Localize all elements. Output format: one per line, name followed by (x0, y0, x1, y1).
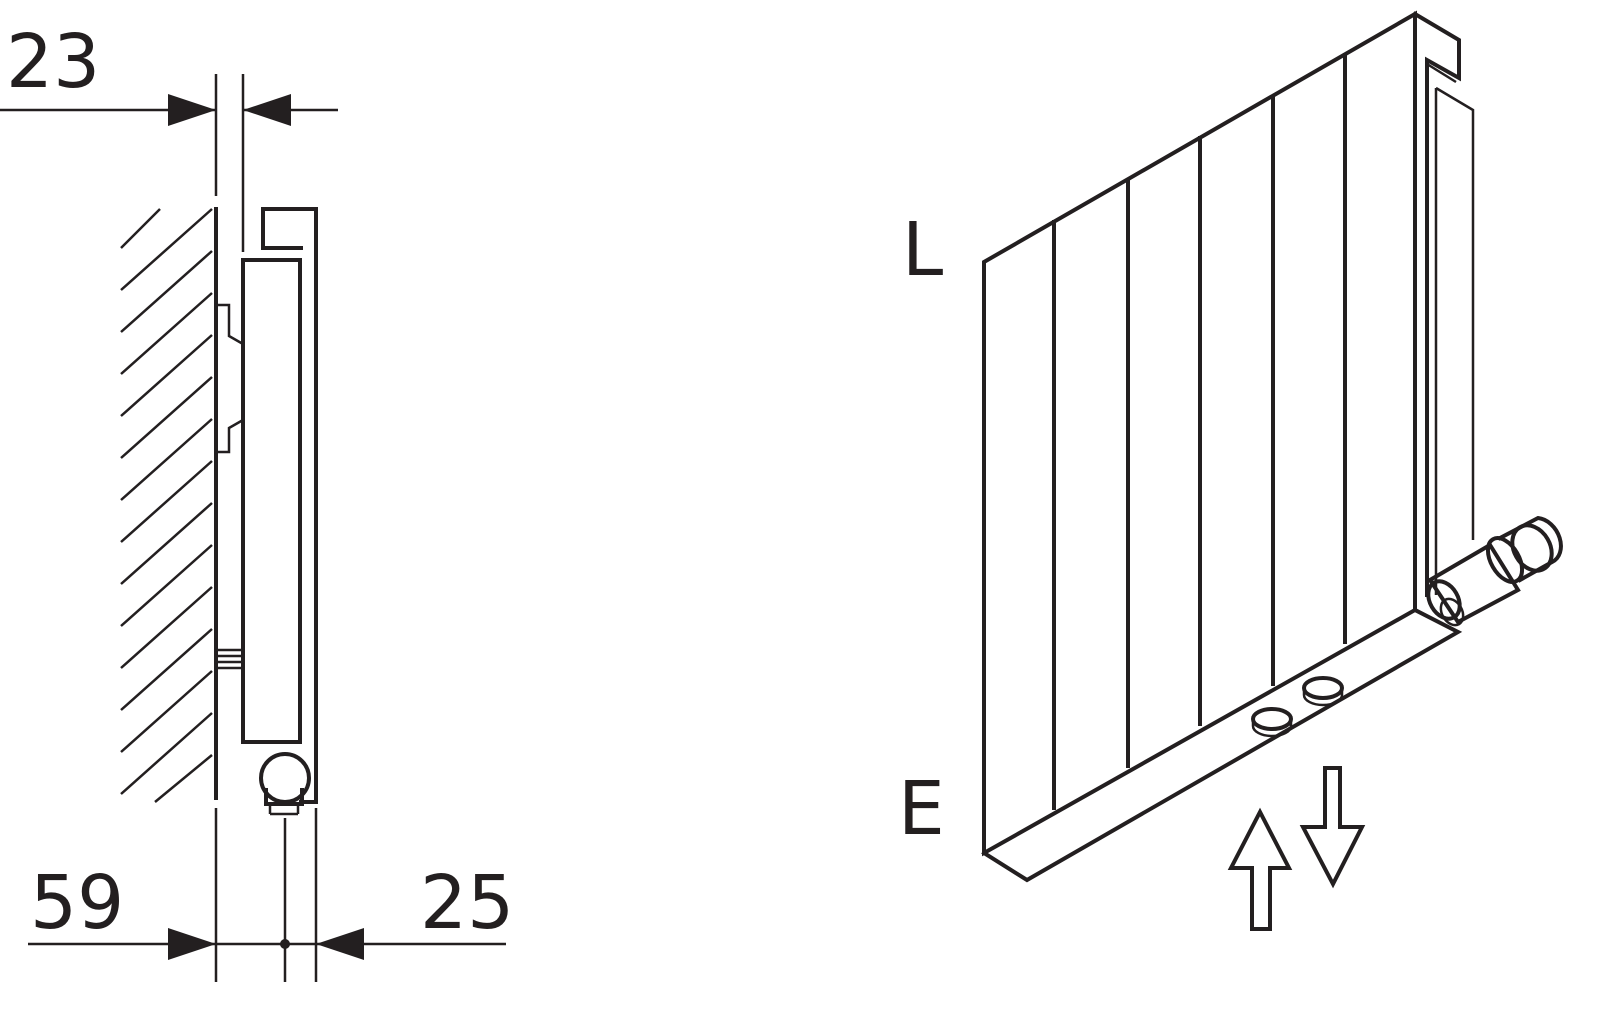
wall-hatching (120, 208, 213, 803)
valve-side (259, 752, 311, 816)
dimension-bottom: 59 25 (28, 808, 514, 982)
thermostatic-valve (1426, 515, 1563, 627)
supply-arrow-up (1227, 807, 1293, 931)
dimension-bottom-right-label: 25 (420, 860, 514, 946)
perspective-view: L E (898, 10, 1563, 931)
radiator-side-profile (216, 207, 318, 804)
return-arrow-down (1299, 766, 1366, 889)
pipe-connection-1 (1251, 707, 1293, 731)
dimension-top-label: 23 (6, 19, 100, 105)
dimension-bottom-left-label: 59 (30, 860, 124, 946)
side-view: 23 (0, 19, 514, 982)
radiator-bottom-face (981, 607, 1463, 883)
label-top: L (902, 207, 943, 293)
radiator-front-panel (982, 10, 1417, 857)
dimension-top: 23 (0, 19, 338, 252)
pipe-connection-2 (1302, 676, 1344, 700)
flow-arrows (1227, 766, 1366, 931)
radiator-side-face (1412, 11, 1475, 597)
label-bottom: E (898, 766, 945, 852)
